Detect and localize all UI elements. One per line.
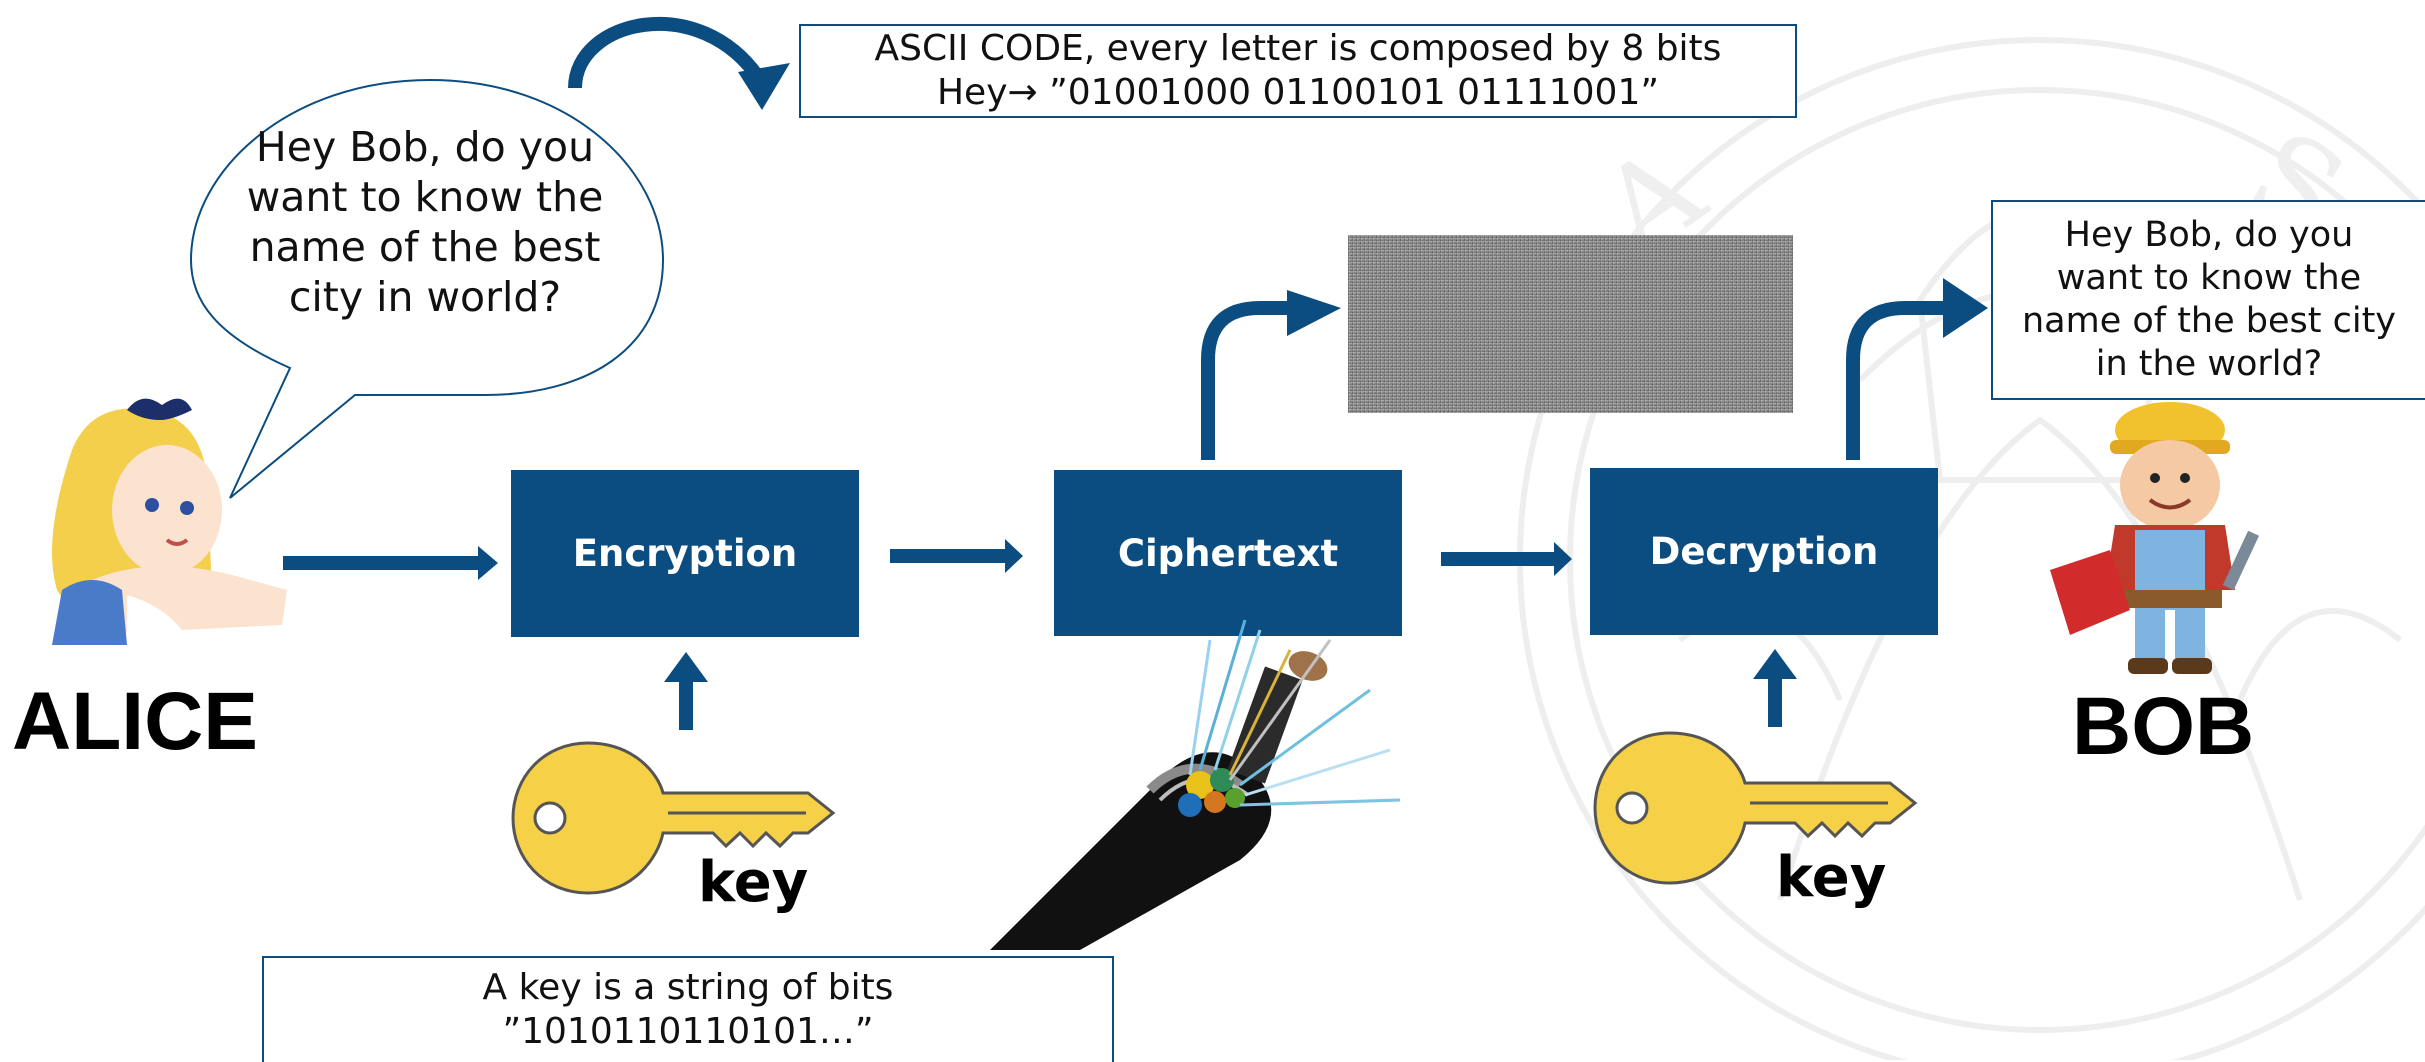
alice-speech-line: want to know the (246, 173, 604, 221)
key-label-right: key (1776, 845, 1887, 910)
ciphertext-block: Ciphertext (1054, 470, 1402, 636)
encryption-block: Encryption (511, 470, 859, 637)
arrow-alice-to-encryption (283, 556, 483, 570)
arrow-key-to-decryption (1768, 677, 1782, 727)
ascii-note-line1: ASCII CODE, every letter is composed by … (874, 28, 1722, 69)
arrow-decryption-to-message (1846, 301, 1948, 460)
alice-speech-line: Hey Bob, do you (255, 123, 595, 171)
ascii-code-note: ASCII CODE, every letter is composed by … (799, 24, 1797, 118)
speech-bubble (189, 78, 665, 499)
key-note-line2: ”1010110110101…” (502, 1011, 874, 1052)
decryption-block: Decryption (1590, 468, 1938, 635)
arrow-key-to-encryption (679, 680, 693, 730)
ciphertext-label: Ciphertext (1117, 531, 1339, 575)
bob-name: BOB (2072, 681, 2255, 772)
key-note-line1: A key is a string of bits (482, 967, 894, 1008)
bob-message-line: Hey Bob, do you (2064, 215, 2354, 255)
bob-avatar (2050, 402, 2260, 674)
alice-avatar (52, 398, 287, 645)
bob-message-line: in the world? (2095, 344, 2323, 384)
alice-speech-line: name of the best (249, 223, 601, 271)
key-icon-right (1593, 731, 1918, 885)
alice-name: ALICE (12, 676, 258, 767)
arrow-encryption-to-ciphertext (890, 549, 1010, 563)
bob-received-message: Hey Bob, do you want to know the name of… (1991, 200, 2425, 400)
alice-speech-line: city in world? (288, 273, 562, 321)
encryption-label: Encryption (572, 532, 798, 575)
alice-speech-text: Hey Bob, do you want to know the name of… (205, 122, 645, 322)
fiber-optic-cable-image (990, 619, 1401, 950)
bob-message-line: want to know the (2056, 258, 2362, 298)
arrow-ciphertext-to-noise (1201, 301, 1292, 460)
arrow-ciphertext-to-decryption (1441, 552, 1559, 566)
ciphertext-noise-image (1348, 235, 1793, 413)
key-icon-left (511, 741, 836, 895)
ascii-note-line2: Hey→ ”01001000 01100101 01111001” (936, 72, 1660, 113)
key-string-note: A key is a string of bits ”1010110110101… (262, 956, 1114, 1062)
arrow-speech-to-ascii (568, 16, 766, 89)
key-label-left: key (698, 850, 809, 915)
decryption-label: Decryption (1649, 530, 1879, 573)
bob-message-line: name of the best city (2021, 301, 2397, 341)
